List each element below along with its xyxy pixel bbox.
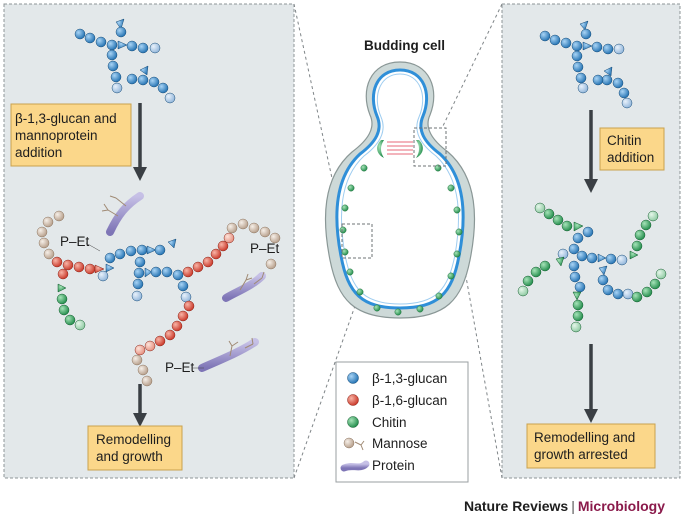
left-step1-line3: addition: [15, 145, 62, 160]
right-middle-cluster: [517, 202, 667, 333]
pet-label-left: P–Et: [60, 234, 90, 249]
legend-label-chitin: Chitin: [372, 415, 407, 430]
left-step1-line1: β-1,3-glucan and: [15, 111, 117, 126]
right-step1-line1: Chitin: [607, 133, 642, 148]
left-step1-box: [10, 103, 132, 167]
right-step1-line2: addition: [607, 150, 654, 165]
budding-cell: [324, 61, 476, 319]
legend-label-b13-glucan: β-1,3-glucan: [372, 371, 447, 386]
zoom-box-neck: [413, 127, 447, 167]
legend-icon-protein: [340, 460, 370, 472]
legend-icon-mannose: [343, 437, 365, 451]
legend-label-protein: Protein: [372, 458, 415, 473]
chitin-ring-right: [416, 140, 423, 158]
pet-label-right: P–Et: [250, 241, 280, 256]
septum-lines: [387, 141, 413, 155]
legend-label-b16-glucan: β-1,6-glucan: [372, 393, 447, 408]
zoom-box-lateral: [341, 223, 373, 259]
left-step2-box: [87, 425, 183, 471]
legend-label-mannose: Mannose: [372, 436, 428, 451]
protein-2: [222, 272, 266, 302]
right-step2-box: [526, 423, 656, 469]
chitin-ring-left: [377, 140, 384, 158]
right-step1-box: [599, 127, 665, 171]
left-step2-line1: Remodelling: [96, 432, 171, 447]
right-top-glucan-chain: [539, 20, 633, 109]
footer-journal: Microbiology: [577, 498, 665, 514]
right-step2-line1: Remodelling and: [534, 430, 635, 445]
footer-separator: |: [571, 498, 575, 514]
left-top-glucan-chain: [74, 18, 176, 104]
left-step1-line2: mannoprotein: [15, 128, 98, 143]
legend-icon-chitin: [347, 416, 359, 428]
budding-cell-title: Budding cell: [364, 38, 445, 53]
legend-icon-b13-glucan: [347, 372, 359, 384]
legend-icon-b16-glucan: [347, 394, 359, 406]
left-middle-cluster: P–Et: [36, 192, 281, 387]
protein-1: [106, 192, 144, 236]
left-step2-line2: and growth: [96, 449, 163, 464]
pet-label-bottom: P–Et: [165, 360, 195, 375]
cell-membrane: [335, 68, 465, 310]
footer-credit: Nature Reviews|Microbiology: [464, 498, 665, 514]
legend: β-1,3-glucan β-1,6-glucan Chitin Mannose…: [335, 361, 469, 483]
right-step2-line2: growth arrested: [534, 447, 628, 462]
wall-chitin-dots: [339, 164, 463, 316]
footer-publisher: Nature Reviews: [463, 498, 569, 514]
